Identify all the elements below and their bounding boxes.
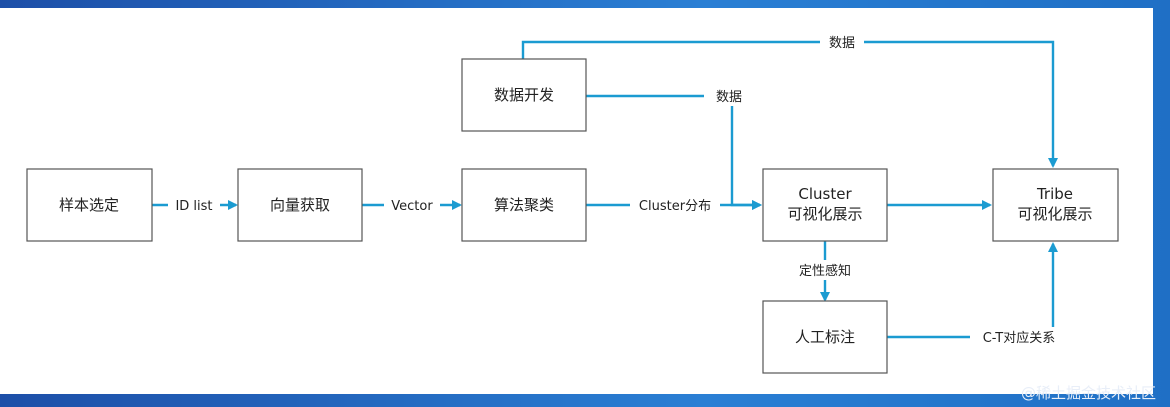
qualitative-label-bg <box>790 260 860 280</box>
watermark: @稀土掘金技术社区 <box>1020 384 1156 402</box>
data-mid-label: 数据 <box>716 90 742 105</box>
node-data-dev-label: 数据开发 <box>494 86 554 104</box>
data-top-label: 数据 <box>829 36 855 51</box>
node-tribe-viz: Tribe 可视化展示 <box>992 168 1119 242</box>
node-cluster-viz: Cluster 可视化展示 <box>762 168 888 242</box>
id-list-label: ID list <box>175 199 212 214</box>
node-algo-cluster-label: 算法聚类 <box>494 196 554 214</box>
node-data-dev: 数据开发 <box>461 58 587 132</box>
id-list-label-bg <box>168 195 220 215</box>
node-manual-label: 人工标注 <box>762 300 888 374</box>
flow-diagram: ID list Vector Cluster分布 数据 数据 定性感知 C-T对… <box>26 32 1119 374</box>
node-tribe-viz-line2: 可视化展示 <box>1017 205 1092 223</box>
node-tribe-viz-line1: Tribe <box>1036 185 1073 203</box>
node-algo-cluster: 算法聚类 <box>461 168 587 242</box>
node-vector-fetch-label: 向量获取 <box>270 196 330 214</box>
ct-relation-label: C-T对应关系 <box>983 330 1056 346</box>
ct-relation-label-bg <box>970 327 1068 347</box>
data-top-label-bg <box>820 32 864 52</box>
node-manual-label-label: 人工标注 <box>795 328 855 346</box>
node-sample-select-label: 样本选定 <box>59 196 119 214</box>
edge-datadev-to-cluster <box>586 94 762 210</box>
cluster-dist-label-bg <box>630 195 720 215</box>
cluster-dist-label: Cluster分布 <box>639 199 711 214</box>
vector-label: Vector <box>391 199 433 214</box>
node-cluster-viz-line2: 可视化展示 <box>787 205 862 223</box>
data-mid-label-bg <box>704 86 748 106</box>
edge-label-to-tribe <box>887 242 1058 339</box>
node-vector-fetch: 向量获取 <box>237 168 363 242</box>
vector-label-bg <box>384 195 440 215</box>
qualitative-label: 定性感知 <box>799 263 851 279</box>
node-sample-select: 样本选定 <box>26 168 153 242</box>
node-cluster-viz-line1: Cluster <box>798 185 852 203</box>
diagram-canvas: ID list Vector Cluster分布 数据 数据 定性感知 C-T对… <box>0 8 1153 394</box>
edge-datadev-to-tribe <box>521 40 1058 168</box>
